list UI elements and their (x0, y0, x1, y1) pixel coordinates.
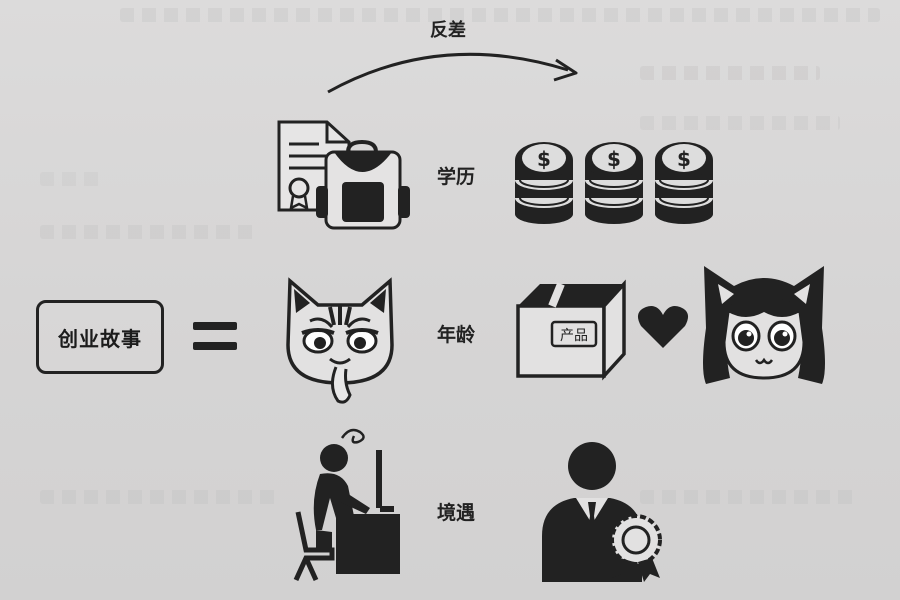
row-label-age: 年龄 (437, 324, 476, 346)
bleed-through-line (40, 172, 100, 186)
startup-story-box: 创业故事 (36, 300, 164, 374)
row-label-circumstances: 境遇 (437, 502, 476, 524)
bleed-through-line (40, 225, 260, 239)
product-box-icon: 产品 (516, 279, 626, 381)
equals-sign (193, 322, 237, 352)
contrast-arrow-icon (327, 52, 578, 94)
bleed-through-line (640, 116, 840, 130)
tired-worker-icon (293, 428, 400, 582)
bleed-through-line (640, 490, 860, 504)
bleed-through-line (640, 66, 820, 80)
businessman-icon (542, 442, 662, 582)
award-badge-icon (610, 514, 662, 582)
product-box-text: 产品 (560, 328, 588, 344)
row-label-education: 学历 (437, 166, 476, 188)
girl-face-icon (703, 266, 825, 384)
heart-icon (637, 306, 689, 348)
coin-stacks-icon: $ (514, 141, 714, 225)
arrow-label: 反差 (430, 20, 466, 41)
cat-uncle-icon (286, 277, 394, 404)
bleed-through-line (120, 8, 880, 22)
schoolbag-icon (316, 139, 410, 230)
bleed-through-line (40, 490, 280, 504)
